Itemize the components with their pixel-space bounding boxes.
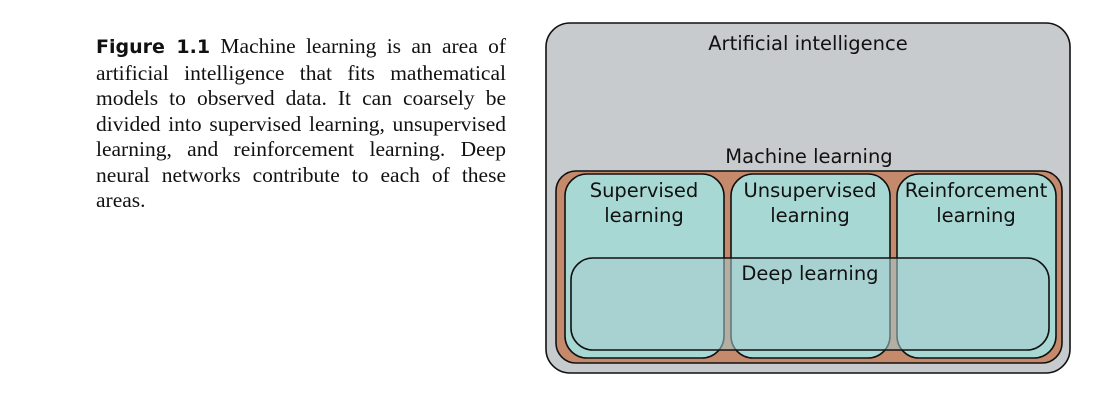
caption-text: Machine learning is an area of artificia…	[96, 34, 506, 212]
unsupervised-label-line1: Unsupervised	[743, 179, 876, 202]
deep-learning-region	[570, 257, 1050, 351]
reinforcement-label-line2: learning	[936, 204, 1016, 227]
supervised-label-line2: learning	[604, 204, 684, 227]
unsupervised-label-line2: learning	[770, 204, 850, 227]
reinforcement-label-line1: Reinforcement	[905, 179, 1048, 202]
ai-label: Artificial intelligence	[708, 32, 908, 55]
supervised-label-line1: Supervised	[590, 179, 699, 202]
ml-label-visible: Machine learning	[725, 145, 892, 168]
deep-learning-label: Deep learning	[741, 262, 878, 285]
figure-caption: Figure 1.1 Machine learning is an area o…	[96, 34, 506, 214]
figure-label: Figure 1.1	[96, 36, 211, 58]
